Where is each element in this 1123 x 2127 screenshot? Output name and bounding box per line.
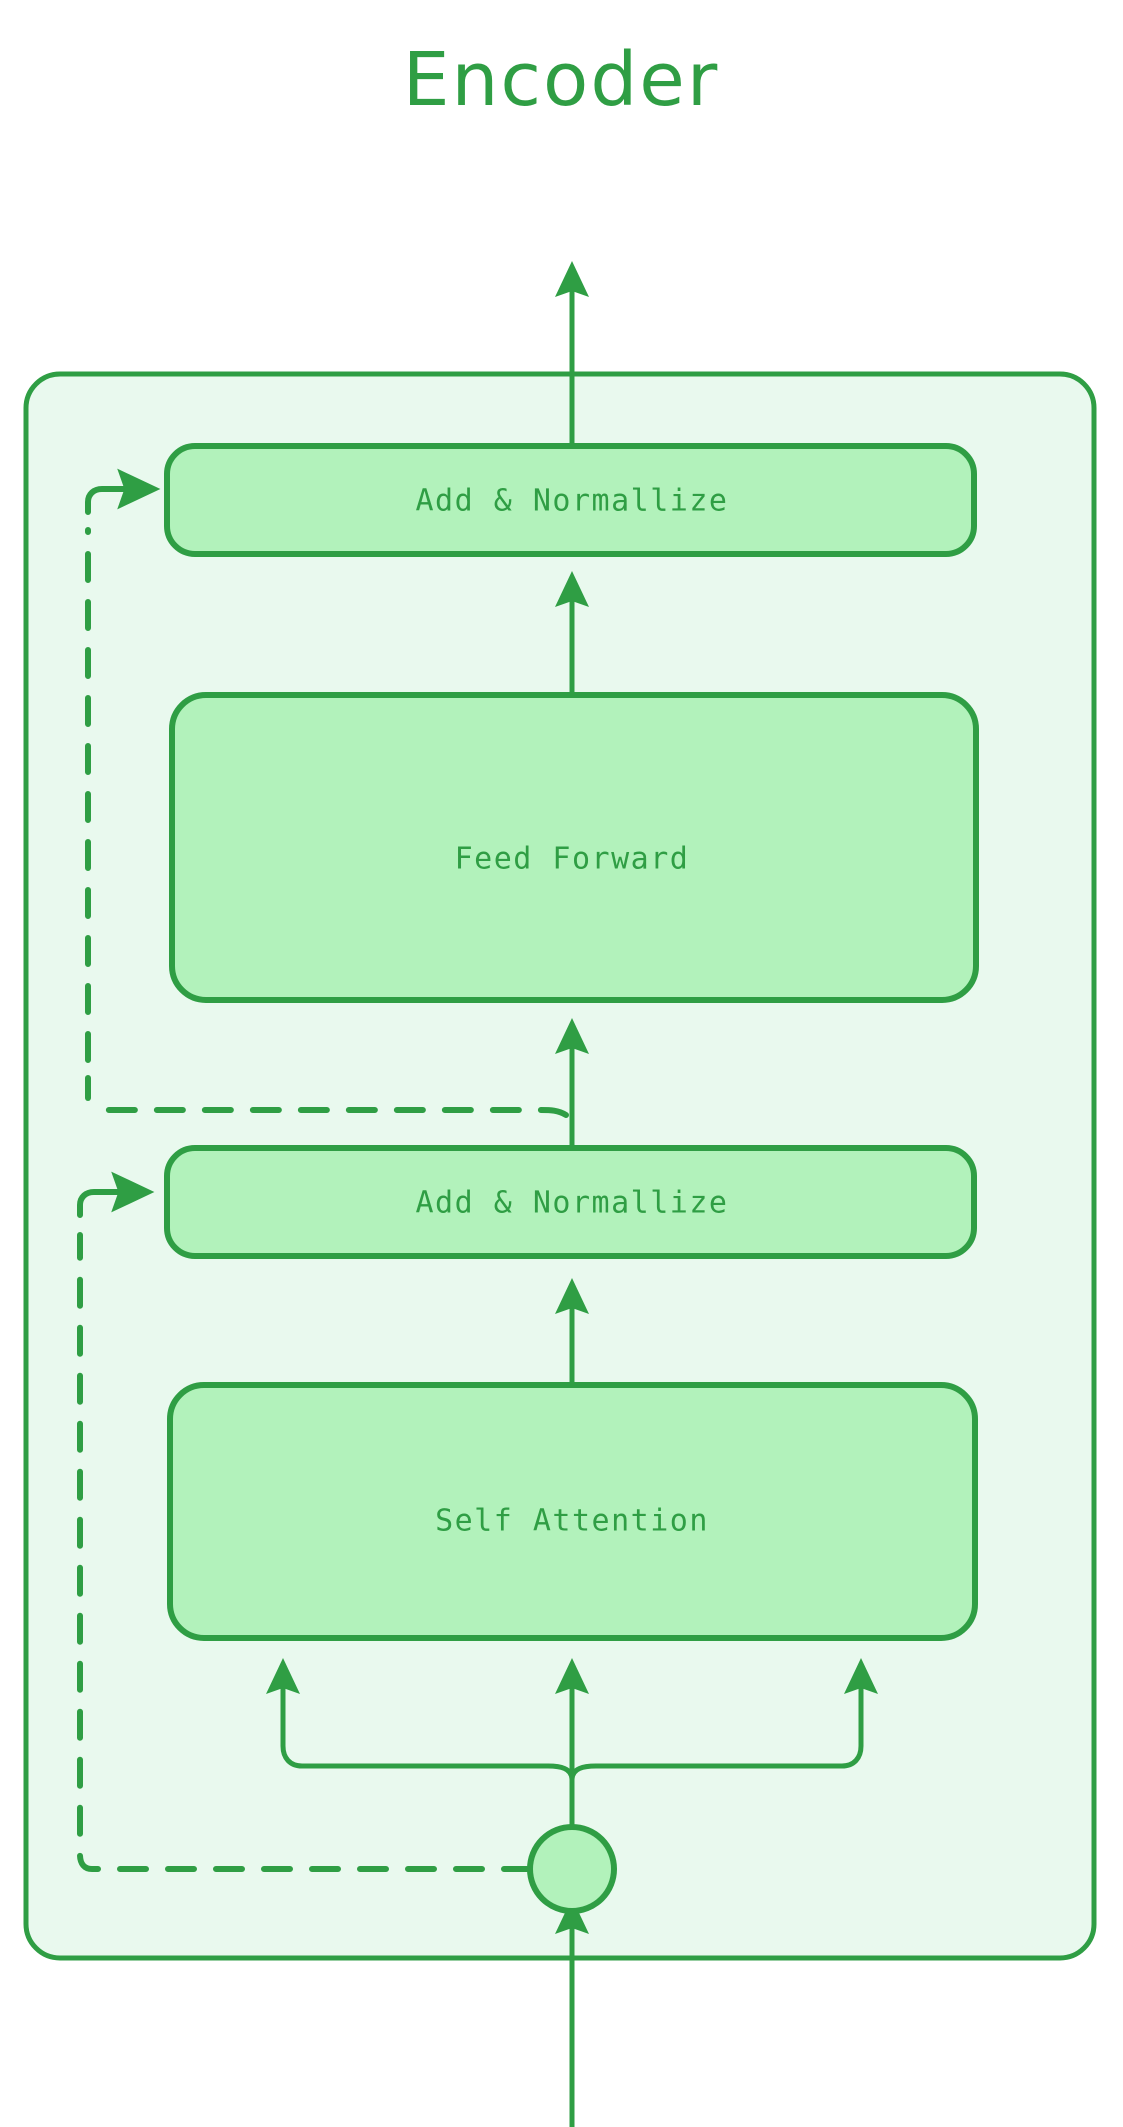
edge-split-to-attn-right [569,1657,879,1783]
node-add-norm-top-label: Add & Normallize [416,484,729,519]
input-split-node [527,1824,617,1914]
node-feed-forward-label: Feed Forward [455,842,690,877]
edge-residual-bottom-arrow [77,1171,155,1218]
edge-residual-bottom [77,1232,533,1872]
edge-residual-top-arrow [85,468,161,515]
edge-residual-top-horizontal [97,1107,569,1118]
page-title: Encoder [403,37,720,123]
node-self-attention-label: Self Attention [435,1504,709,1539]
node-add-norm-bottom-label: Add & Normallize [416,1186,729,1221]
edge-split-to-attn-left [266,1657,575,1783]
